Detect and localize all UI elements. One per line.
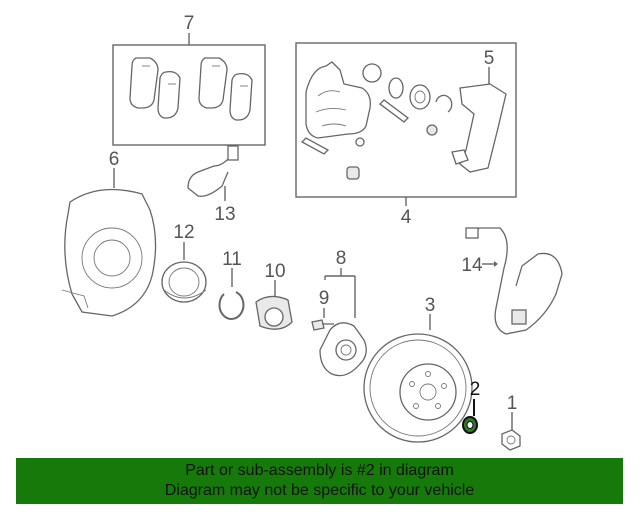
part-13-wear-sensor: [187, 145, 239, 201]
part-6-dust-shield: [61, 168, 157, 317]
banner-line-1: Part or sub-assembly is #2 in diagram: [185, 462, 454, 479]
part-12-bearing: [161, 242, 207, 303]
part-1-hub-nut: [501, 412, 521, 451]
callout-10: 10: [264, 261, 285, 282]
part-10-hub-bearing: [255, 280, 293, 330]
part-2-highlighted[interactable]: [462, 399, 478, 434]
part-3-brake-rotor: [363, 314, 473, 443]
callout-6: 6: [109, 149, 120, 170]
brake-parts-diagram: 7 5 4 6 13: [61, 13, 563, 451]
callout-2: 2: [470, 379, 481, 400]
callout-12: 12: [173, 222, 194, 243]
part-9-hub-bolt: [311, 308, 334, 331]
callout-13: 13: [214, 204, 235, 225]
part-4-caliper-assembly: [295, 42, 517, 206]
callout-1: 1: [507, 393, 518, 414]
part-7-brake-pads: [112, 33, 266, 146]
part-14-abs-sensor: [465, 227, 563, 335]
part-11-snap-ring: [218, 268, 245, 320]
callout-11: 11: [222, 249, 242, 270]
callout-4: 4: [401, 207, 412, 228]
part-8-axle-hub: [319, 268, 367, 377]
callout-8: 8: [336, 248, 347, 269]
callout-9: 9: [319, 288, 330, 309]
callout-14: 14: [461, 255, 483, 276]
callout-7: 7: [184, 13, 195, 34]
banner-line-2: Diagram may not be specific to your vehi…: [164, 482, 475, 499]
info-banner: Part or sub-assembly is #2 in diagram Di…: [16, 458, 623, 504]
callout-3: 3: [425, 295, 436, 316]
callout-5: 5: [484, 48, 495, 69]
